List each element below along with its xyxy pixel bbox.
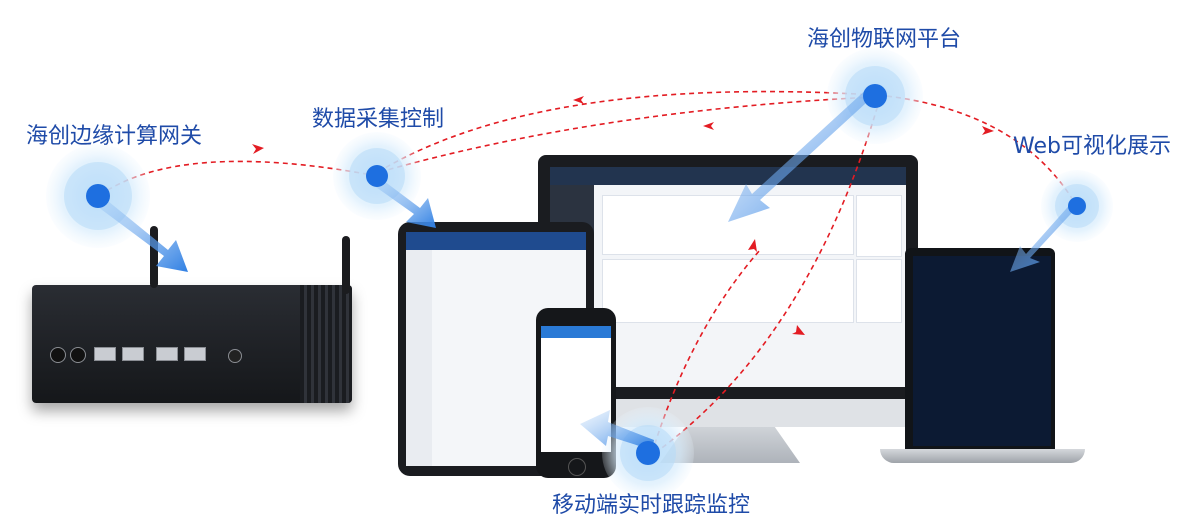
arrowhead-5 [748, 239, 757, 252]
dashed-arrow-acq-iot [377, 90, 876, 173]
label-mobile-monitoring: 移动端实时跟踪监控 [552, 493, 751, 518]
arrowhead-2 [573, 96, 584, 104]
flow-arrow-iot [728, 86, 878, 222]
label-web-visualization: Web可视化展示 [1013, 134, 1171, 159]
arrowhead-4 [982, 126, 994, 135]
label-gateway: 海创边缘计算网关 [26, 124, 203, 149]
flow-arrow-gateway [86, 188, 188, 272]
flow-arrow-mobile [580, 410, 654, 450]
arrowhead-6 [792, 325, 805, 335]
label-iot-platform: 海创物联网平台 [807, 27, 962, 52]
node-iot [863, 84, 887, 108]
flow-arrow-web [1010, 200, 1080, 272]
gateway-device-icon [32, 285, 352, 403]
antenna-right [342, 236, 350, 294]
dashed-arrow-mobile-iot-2 [654, 97, 881, 454]
dashed-arrow-acq-iot-lower [379, 96, 876, 173]
antenna-left [150, 226, 158, 288]
label-acquisition: 数据采集控制 [312, 107, 445, 132]
arrowhead-1 [252, 144, 264, 154]
node-web [1068, 197, 1086, 215]
node-mobile [636, 441, 660, 465]
node-acq [366, 165, 388, 187]
arrowhead-3 [703, 122, 714, 130]
flow-arrow-acq [366, 172, 436, 228]
laptop-device-icon [905, 248, 1055, 450]
laptop-base [880, 449, 1085, 463]
node-gateway [86, 184, 110, 208]
